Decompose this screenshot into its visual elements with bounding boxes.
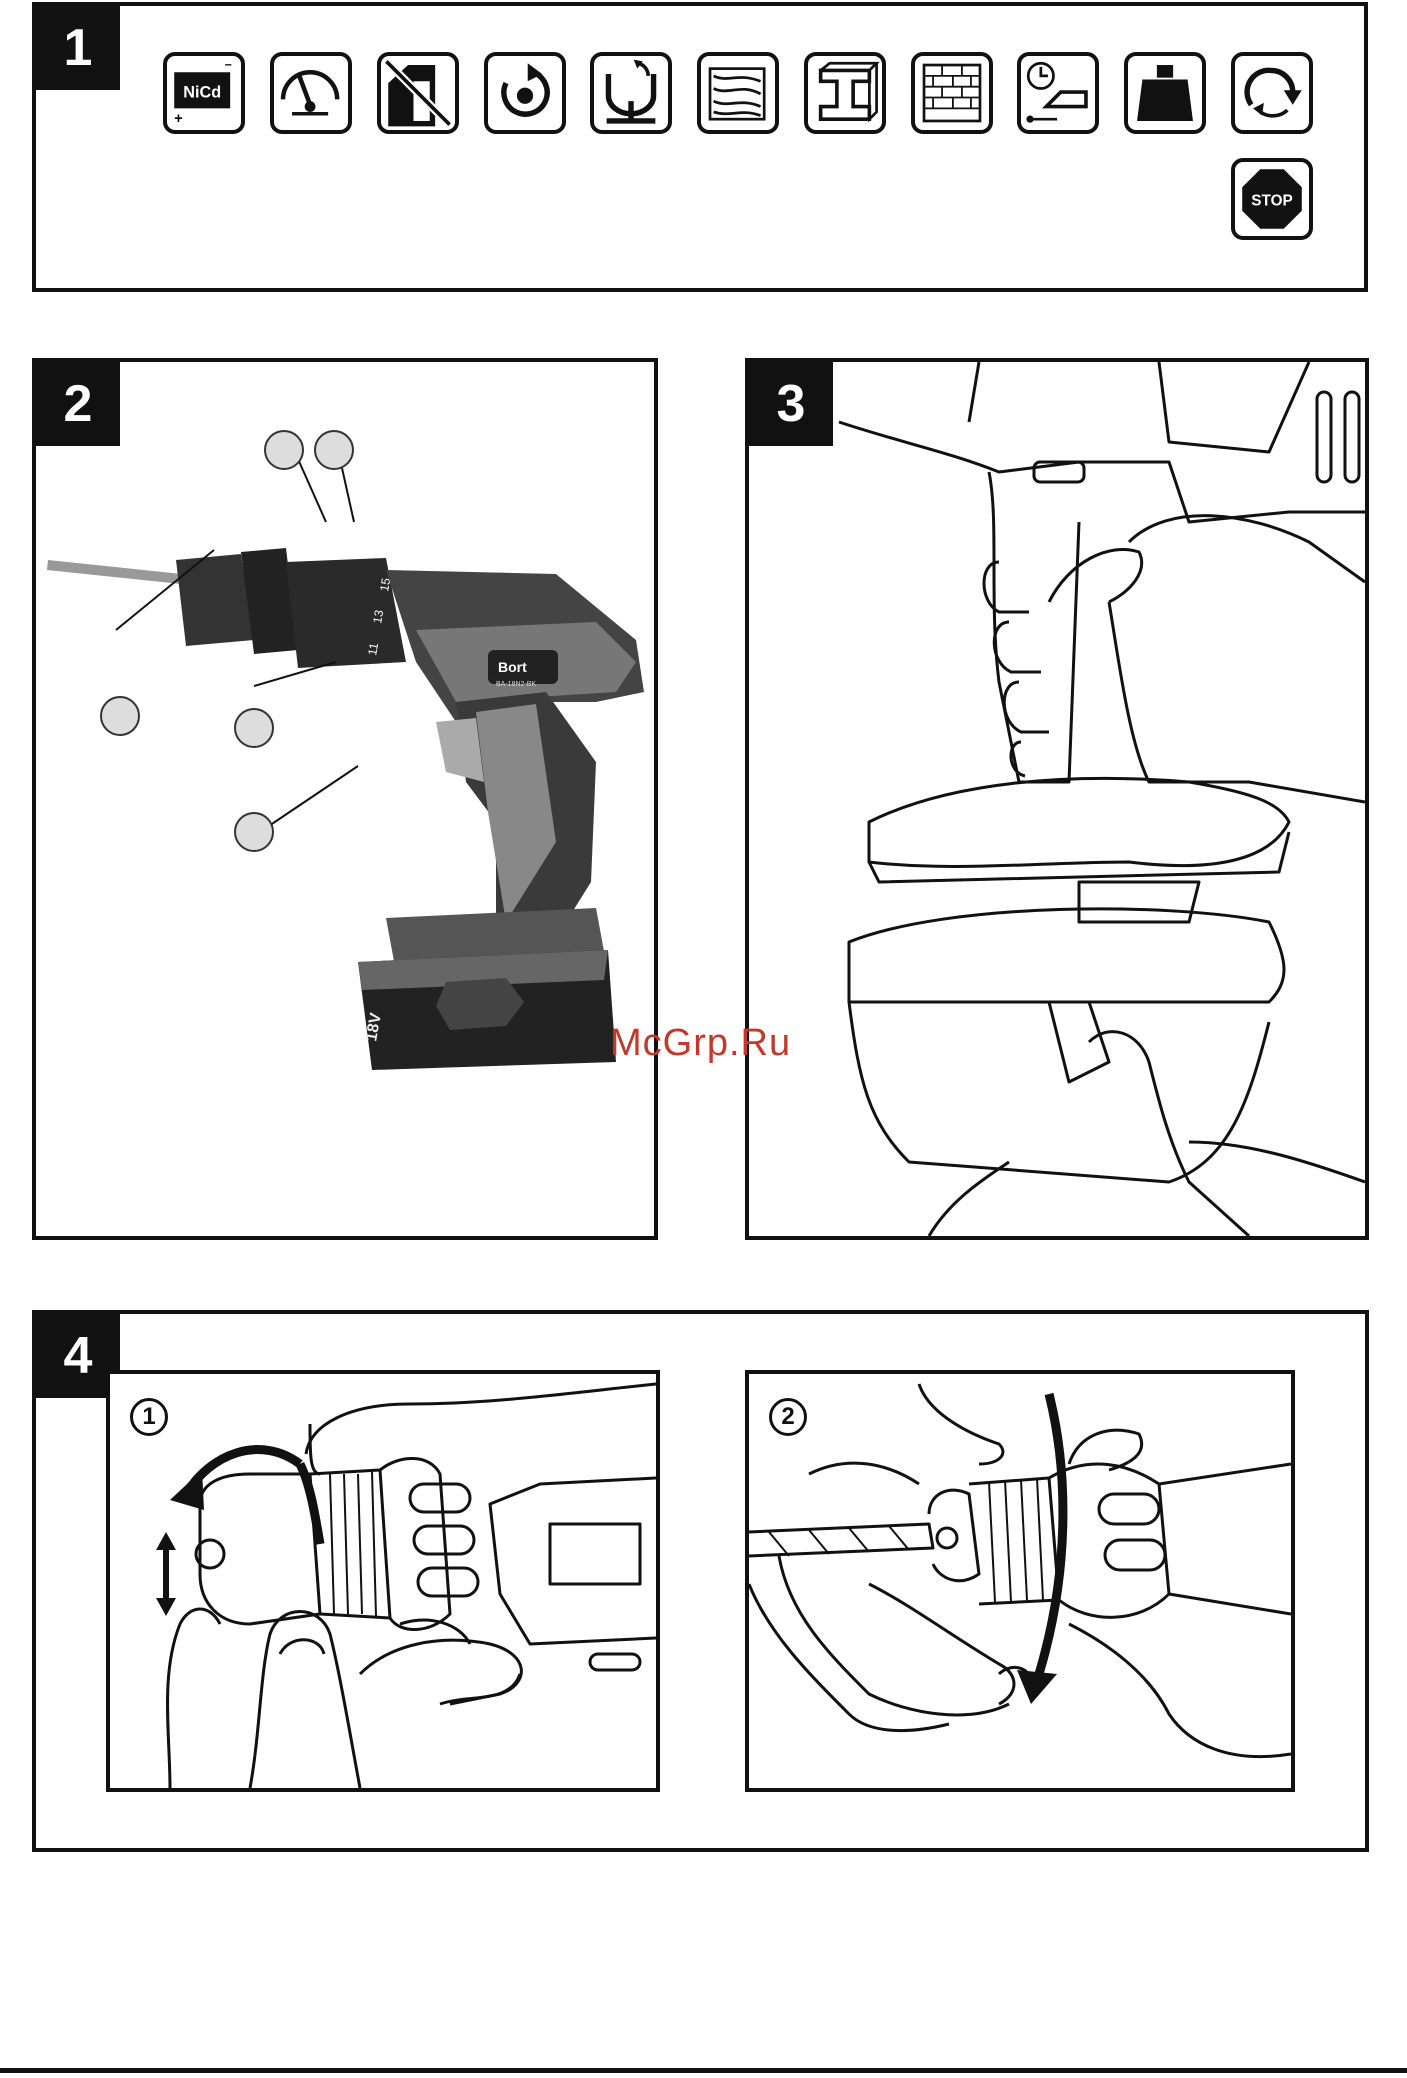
gauge-icon	[270, 52, 352, 134]
no-children-icon	[377, 52, 459, 134]
loosen-chuck-illustration	[110, 1374, 656, 1788]
svg-text:Bort: Bort	[498, 659, 527, 675]
clutch-icon	[590, 52, 672, 134]
weight-icon	[1124, 52, 1206, 134]
callout-circle	[314, 430, 354, 470]
reverse-rotation-icon	[1231, 52, 1313, 134]
svg-text:BA-18N2-BK: BA-18N2-BK	[496, 681, 536, 688]
tighten-chuck-illustration	[749, 1374, 1291, 1788]
callout-circle	[100, 696, 140, 736]
brick-wall-icon	[911, 52, 993, 134]
panel-number: 1	[36, 6, 120, 90]
panel-1-symbols: 1	[32, 2, 1368, 292]
wood-icon	[697, 52, 779, 134]
svg-text:STOP: STOP	[1251, 192, 1292, 209]
callout-circle	[234, 812, 274, 852]
stop-icon: STOP	[1231, 158, 1313, 240]
charging-time-icon	[1017, 52, 1099, 134]
footer-rule	[0, 2068, 1407, 2073]
nicd-battery-icon: NiCd – +	[163, 52, 245, 134]
rotation-direction-icon	[484, 52, 566, 134]
step-1-loosen-chuck: 1	[106, 1370, 660, 1792]
svg-text:–: –	[225, 58, 232, 72]
panel-2-drill-overview: 2 15 13 11 Bort BA-18N2-BK 18V	[32, 358, 658, 1240]
battery-removal-illustration	[749, 362, 1365, 1236]
callout-circle	[234, 708, 274, 748]
svg-text:+: +	[174, 111, 182, 127]
panel-3-battery-removal: 3	[745, 358, 1369, 1240]
step-2-tighten-chuck: 2	[745, 1370, 1295, 1792]
svg-text:NiCd: NiCd	[183, 84, 221, 102]
steel-beam-icon	[804, 52, 886, 134]
callout-circle	[264, 430, 304, 470]
drill-illustration: 15 13 11 Bort BA-18N2-BK 18V	[36, 362, 654, 1236]
watermark: McGrp.Ru	[610, 1022, 791, 1065]
svg-text:13: 13	[370, 609, 386, 625]
